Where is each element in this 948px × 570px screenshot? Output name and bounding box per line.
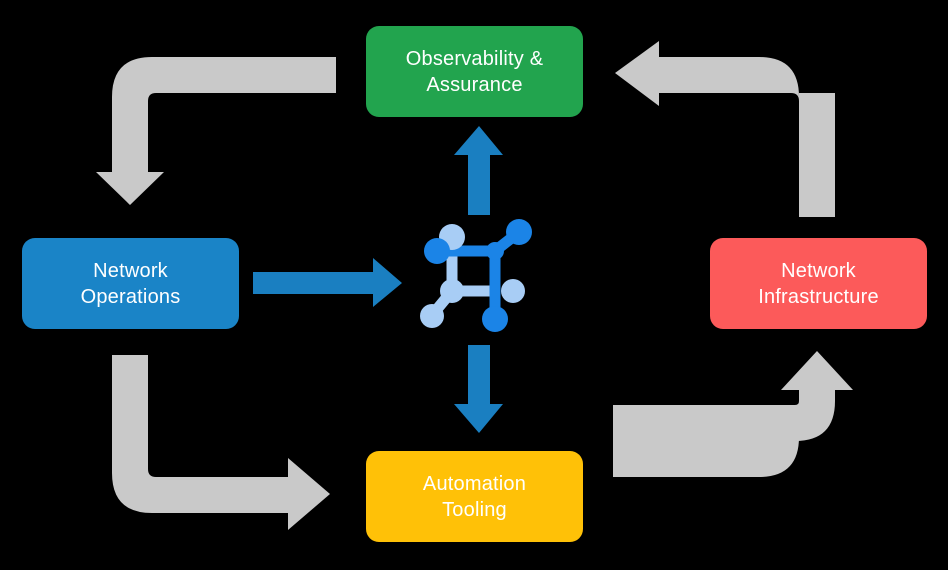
- box-observability-assurance[interactable]: Observability & Assurance: [366, 26, 583, 117]
- box-observability-assurance-label: Observability & Assurance: [405, 47, 544, 96]
- gray-arrow-operations-to-automation: [112, 355, 330, 530]
- gray-arrow-observability-to-operations: [96, 57, 336, 205]
- box-network-infrastructure[interactable]: Network Infrastructure: [710, 238, 927, 329]
- box-network-operations-label: Network Operations: [80, 259, 181, 308]
- blue-arrow-center-to-observability: [454, 126, 503, 215]
- gray-arrow-infrastructure-to-observability-shaft: [799, 93, 835, 217]
- box-automation-tooling[interactable]: Automation Tooling: [366, 451, 583, 542]
- box-network-infrastructure-label: Network Infrastructure: [758, 259, 879, 308]
- blue-arrow-center-to-automation: [454, 345, 503, 433]
- gray-arrow-automation-to-infrastructure-shaft: [613, 351, 853, 441]
- network-topology-icon: [420, 219, 532, 332]
- box-automation-tooling-label: Automation Tooling: [422, 472, 527, 521]
- box-network-operations[interactable]: Network Operations: [22, 238, 239, 329]
- gray-arrow-operations-to-automation-shaft: [112, 355, 148, 440]
- gray-arrow-automation-to-infrastructure: [613, 388, 817, 477]
- blue-arrow-operations-to-center: [253, 258, 402, 307]
- gray-arrow-infrastructure-to-observability: [615, 41, 799, 217]
